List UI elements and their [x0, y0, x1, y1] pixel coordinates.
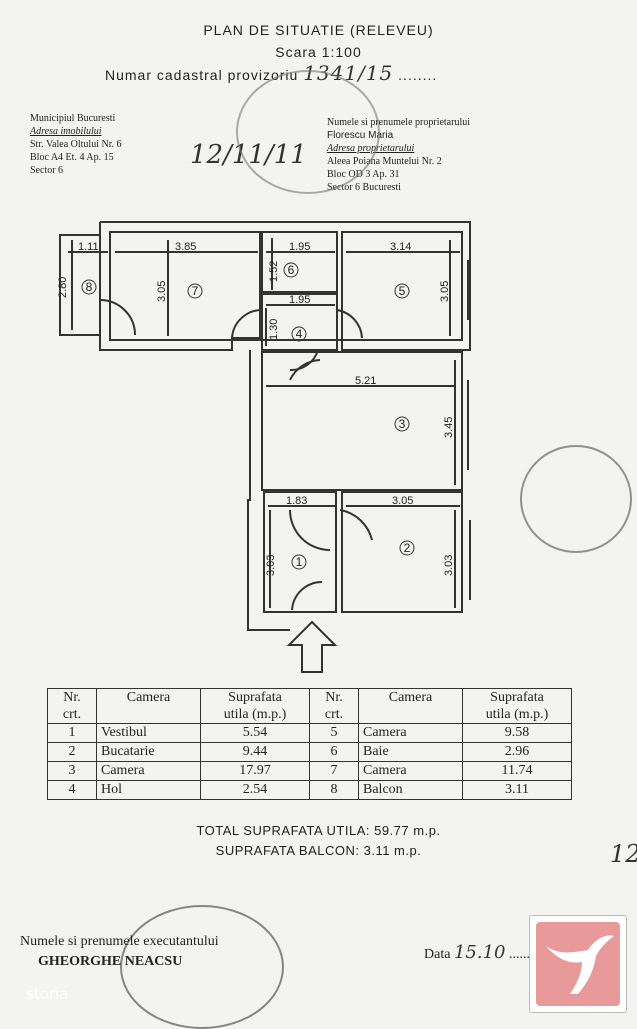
header-util-b: utila (m.p.)	[485, 707, 549, 722]
cell-area: 2.54	[200, 780, 310, 800]
property-street: Str. Valea Oltului Nr. 6	[30, 139, 122, 150]
date-line: Data 15.10 ......	[424, 942, 530, 963]
cell-nr: 3	[47, 761, 97, 781]
balcony-area: SUPRAFATA BALCON: 3.11 m.p.	[215, 843, 422, 858]
cell-camera: Vestibul	[96, 723, 201, 743]
property-block: Bloc A4 Et. 4 Ap. 15	[30, 152, 114, 163]
cell-camera: Baie	[358, 742, 463, 762]
dim-1-11: 1.11	[78, 241, 99, 253]
header-crt-b: crt.	[324, 707, 344, 722]
cadastral-label: Numar cadastral provizoriu	[105, 67, 299, 83]
cell-nr: 4	[47, 780, 97, 800]
cell-area: 9.44	[200, 742, 310, 762]
header-nr-a: Nr.	[63, 690, 81, 705]
dim-3-45: 3.45	[443, 417, 455, 438]
cell-camera: Camera	[358, 723, 463, 743]
document-title: PLAN DE SITUATIE (RELEVEU)	[203, 22, 434, 38]
dim-3-05-room5: 3.05	[439, 281, 451, 302]
cell-area: 9.58	[462, 723, 572, 743]
property-address-heading: Adresa imobilului	[30, 126, 102, 137]
header-supr-a: Suprafata	[228, 690, 282, 705]
header-supr-b: Suprafata	[490, 690, 544, 705]
storia-watermark: storia	[26, 985, 69, 1003]
dim-3-03-room2: 3.03	[443, 555, 455, 576]
margin-note: 12	[610, 840, 637, 868]
rooms-table: Nr. crt. Camera Suprafata utila (m.p.) Nr.…	[47, 688, 572, 800]
dim-1-83: 1.83	[286, 495, 307, 507]
property-sector: Sector 6	[30, 165, 64, 176]
entry-arrow-icon	[286, 620, 338, 673]
dim-3-05-room7: 3.05	[156, 281, 168, 302]
date-label: Data	[424, 947, 451, 962]
room-number-1: 1	[296, 555, 303, 569]
room-number-5: 5	[399, 284, 406, 298]
table-row: 3 Camera 17.97 7 Camera 11.74	[47, 761, 572, 781]
header-util-a: utila (m.p.)	[223, 707, 287, 722]
room-number-6: 6	[288, 263, 295, 277]
ministry-stamp	[236, 70, 380, 194]
room-number-3: 3	[399, 417, 406, 431]
owner-street: Aleea Poiana Muntelui Nr. 2	[327, 156, 442, 167]
floor-plan: 1.11 3.85 1.95 3.14 1.95 5.21 1.83 3.05 …	[57, 221, 471, 673]
header-camera-b: Camera	[358, 688, 463, 724]
dim-3-85: 3.85	[175, 241, 196, 253]
cell-area: 5.54	[200, 723, 310, 743]
cell-nr: 2	[47, 742, 97, 762]
scale-label: Scara 1:100	[275, 44, 362, 60]
dim-3-05-kitchen: 3.05	[392, 495, 413, 507]
dim-1-95-hall: 1.95	[289, 294, 310, 306]
dim-2-80: 2.80	[57, 277, 69, 298]
executant-name: GHEORGHE NEACSU	[38, 954, 183, 969]
header-nr-b: Nr.	[325, 690, 343, 705]
executant-label: Numele si prenumele executantului	[20, 934, 219, 949]
total-usable-area: TOTAL SUPRAFATA UTILA: 59.77 m.p.	[196, 823, 441, 838]
cell-nr: 1	[47, 723, 97, 743]
room-number-7: 7	[192, 284, 199, 298]
cell-nr: 5	[309, 723, 359, 743]
room-number-4: 4	[296, 327, 303, 341]
cell-area: 17.97	[200, 761, 310, 781]
cell-camera: Hol	[96, 780, 201, 800]
cadastre-stamp	[520, 445, 632, 553]
header-crt-a: crt.	[62, 707, 82, 722]
table-header-row: Nr. crt. Camera Suprafata utila (m.p.) Nr.…	[47, 688, 572, 724]
cell-area: 2.96	[462, 742, 572, 762]
dim-1-30: 1.30	[268, 319, 280, 340]
cell-camera: Camera	[358, 761, 463, 781]
table-row: 2 Bucatarie 9.44 6 Baie 2.96	[47, 742, 572, 762]
dim-5-21: 5.21	[355, 375, 376, 387]
dim-1-52: 1.52	[268, 261, 280, 282]
dim-3-03-room1: 3.03	[265, 555, 277, 576]
dim-1-95-top: 1.95	[289, 241, 310, 253]
cell-area: 11.74	[462, 761, 572, 781]
dim-3-14: 3.14	[390, 241, 411, 253]
municipality: Municipiul Bucuresti	[30, 113, 116, 124]
cell-nr: 8	[309, 780, 359, 800]
owner-sector: Sector 6 Bucuresti	[327, 182, 401, 193]
cell-nr: 7	[309, 761, 359, 781]
table-row: 4 Hol 2.54 8 Balcon 3.11	[47, 780, 572, 800]
cell-nr: 6	[309, 742, 359, 762]
cell-camera: Bucatarie	[96, 742, 201, 762]
room-number-8: 8	[86, 280, 93, 294]
room-number-2: 2	[404, 541, 411, 555]
agency-logo	[529, 915, 627, 1013]
bird-logo-icon	[536, 922, 620, 1006]
table-row: 1 Vestibul 5.54 5 Camera 9.58	[47, 723, 572, 743]
cell-area: 3.11	[462, 780, 572, 800]
property-address: Municipiul Bucuresti Adresa imobilului S…	[30, 112, 121, 177]
date-value: 15.10	[453, 942, 506, 963]
owner-block-ap: Bloc OD 3 Ap. 31	[327, 169, 400, 180]
cell-camera: Balcon	[358, 780, 463, 800]
cell-camera: Camera	[96, 761, 201, 781]
header-camera-a: Camera	[96, 688, 201, 724]
owner-heading: Numele si prenumele proprietarului	[327, 117, 471, 128]
